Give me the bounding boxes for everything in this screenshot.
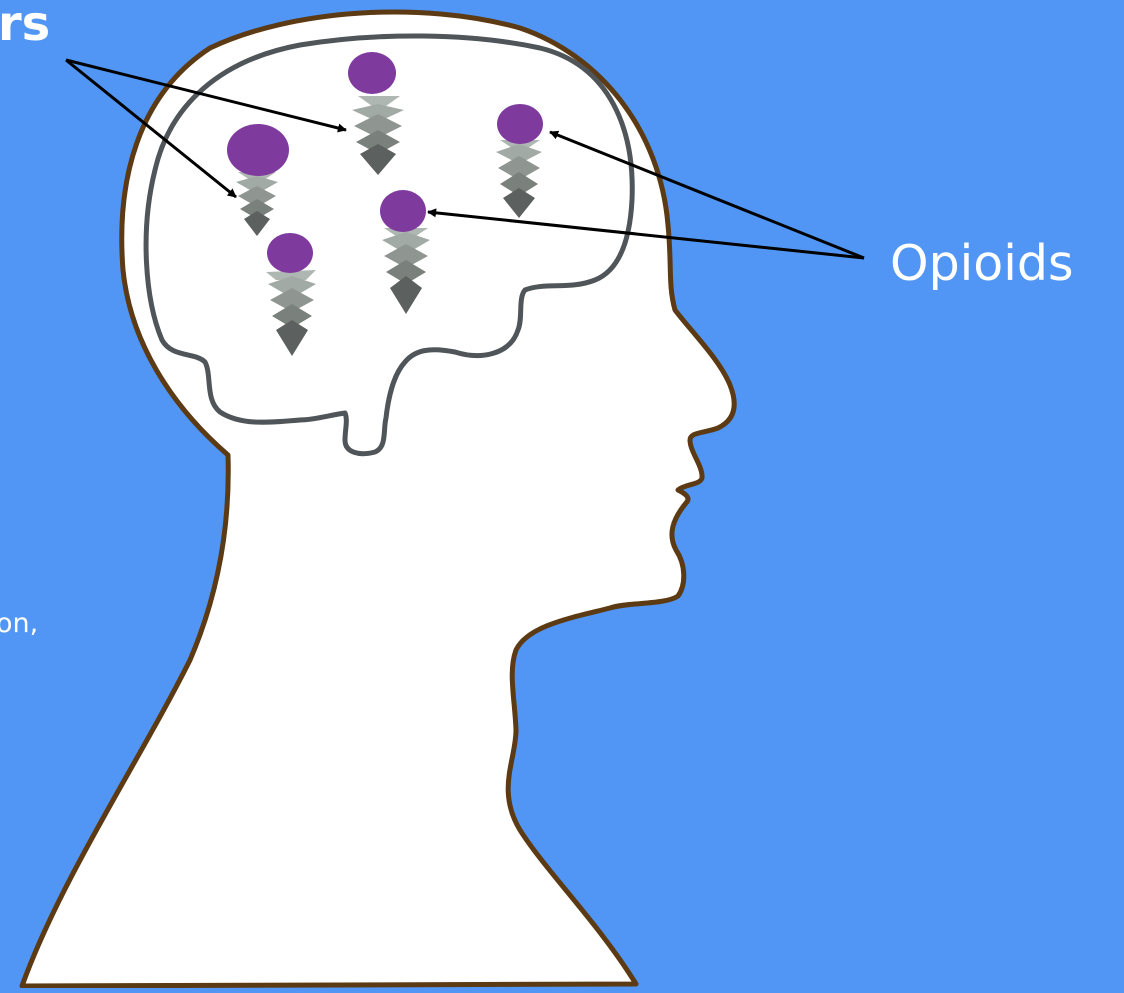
- opioid-molecule: [267, 233, 313, 273]
- receptors-label: rs: [0, 0, 50, 54]
- opioid-molecule: [227, 124, 289, 176]
- opioids-label: Opioids: [890, 234, 1074, 294]
- opioid-molecule: [380, 190, 426, 232]
- opioid-molecule: [348, 52, 396, 94]
- body-text-fragment: on,: [0, 606, 38, 642]
- opioid-molecule: [497, 104, 543, 144]
